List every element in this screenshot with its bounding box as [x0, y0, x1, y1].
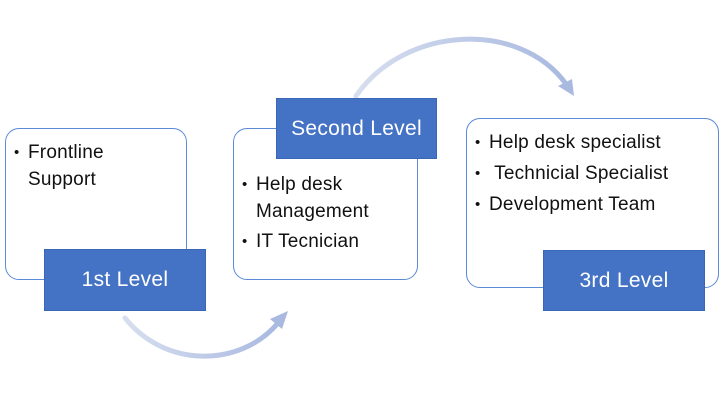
level2-list: • Help desk Management • IT Tecnician	[240, 171, 396, 255]
level2-item: • Help desk Management	[240, 171, 396, 225]
bullet-icon: •	[475, 165, 481, 182]
arrow-level1-to-level2-head	[270, 311, 288, 329]
bullet-icon: •	[242, 233, 248, 250]
bullet-icon: •	[14, 144, 20, 161]
level1-item: • Frontline Support	[12, 139, 138, 193]
level3-item: • Help desk specialist	[473, 127, 668, 158]
level2-item: • IT Tecnician	[240, 228, 396, 255]
level1-item-text: Frontline Support	[28, 142, 104, 190]
level2-label: Second Level	[276, 98, 437, 159]
level1-list: • Frontline Support	[12, 139, 138, 193]
level2-item-text: IT Tecnician	[256, 231, 360, 252]
level2-item-text: Help desk Management	[256, 174, 369, 222]
arrow-level1-to-level2	[122, 315, 281, 359]
level3-item: • Technicial Specialist	[473, 158, 668, 189]
bullet-icon: •	[475, 196, 481, 213]
arrow-level2-to-level3	[353, 36, 569, 99]
level3-label: 3rd Level	[543, 250, 705, 311]
level3-list: • Help desk specialist • Technicial Spec…	[473, 127, 668, 220]
level3-item-text: Help desk specialist	[489, 132, 661, 153]
arrow-level2-to-level3-head	[558, 79, 574, 96]
level3-item-text: Technicial Specialist	[489, 163, 669, 184]
bullet-icon: •	[475, 134, 481, 151]
level3-item: • Development Team	[473, 189, 668, 220]
level3-item-text: Development Team	[489, 194, 656, 215]
level1-label: 1st Level	[44, 249, 206, 311]
bullet-icon: •	[242, 176, 248, 193]
